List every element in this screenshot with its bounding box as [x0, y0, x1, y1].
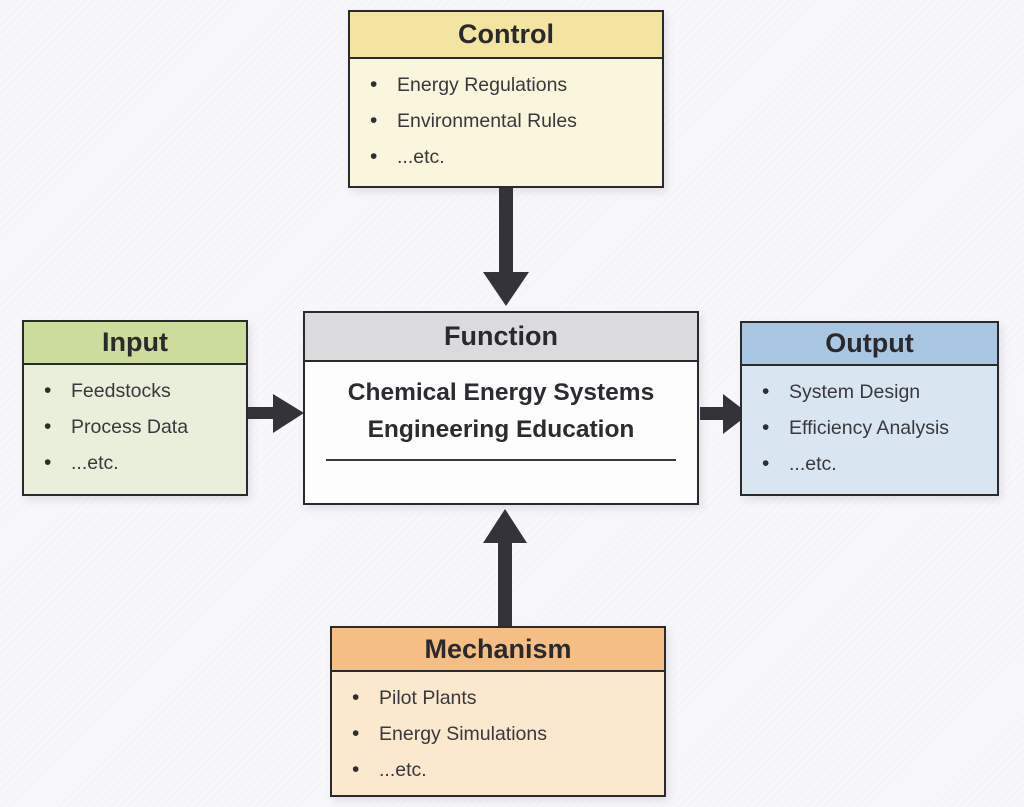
- control-box: Control • Energy Regulations • Environme…: [348, 10, 664, 188]
- list-item-label: Efficiency Analysis: [789, 417, 950, 439]
- bullet-icon: •: [352, 722, 360, 745]
- list-item-label: Energy Simulations: [379, 723, 547, 745]
- arrow-mechanism-to-function-icon: [483, 509, 527, 627]
- bullet-icon: •: [352, 686, 360, 709]
- list-item: • ...etc.: [44, 445, 240, 481]
- list-item-label: Feedstocks: [71, 380, 171, 402]
- function-subject-line1: Chemical Energy Systems: [347, 379, 655, 406]
- list-item: • Energy Simulations: [352, 716, 658, 752]
- output-box-body: • System Design • Efficiency Analysis • …: [742, 366, 997, 494]
- list-item-label: Environmental Rules: [397, 110, 577, 132]
- list-item-label: Process Data: [71, 416, 189, 438]
- control-box-body: • Energy Regulations • Environmental Rul…: [350, 59, 662, 186]
- list-item-label: ...etc.: [397, 146, 445, 168]
- list-item: • Efficiency Analysis: [762, 410, 991, 446]
- bullet-icon: •: [370, 109, 378, 132]
- list-item-label: ...etc.: [789, 453, 837, 475]
- list-item: • ...etc.: [762, 446, 991, 482]
- output-box-title: Output: [742, 323, 997, 366]
- input-box: Input • Feedstocks • Process Data • ...e…: [22, 320, 248, 496]
- list-item: • Process Data: [44, 409, 240, 445]
- function-box-title: Function: [305, 313, 697, 362]
- mechanism-box: Mechanism • Pilot Plants • Energy Simula…: [330, 626, 666, 797]
- input-box-body: • Feedstocks • Process Data • ...etc.: [24, 365, 246, 494]
- list-item: • Environmental Rules: [370, 103, 656, 139]
- bullet-icon: •: [44, 379, 52, 402]
- output-list: • System Design • Efficiency Analysis • …: [742, 366, 997, 482]
- list-item: • ...etc.: [352, 752, 658, 788]
- function-subject-line2: Engineering Education: [367, 416, 635, 443]
- list-item-label: Energy Regulations: [397, 74, 568, 96]
- list-item-label: ...etc.: [71, 452, 119, 474]
- list-item-label: System Design: [789, 381, 921, 403]
- bullet-icon: •: [762, 380, 770, 403]
- bullet-icon: •: [44, 415, 52, 438]
- function-underline: [326, 459, 676, 461]
- bullet-icon: •: [762, 416, 770, 439]
- bullet-icon: •: [370, 73, 378, 96]
- input-list: • Feedstocks • Process Data • ...etc.: [24, 365, 246, 481]
- bullet-icon: •: [762, 452, 770, 475]
- mechanism-box-title: Mechanism: [332, 628, 664, 672]
- bullet-icon: •: [352, 758, 360, 781]
- list-item-label: Pilot Plants: [379, 687, 477, 709]
- list-item: • ...etc.: [370, 139, 656, 175]
- arrow-control-to-function-icon: [483, 187, 529, 306]
- arrow-input-to-function-icon: [247, 394, 304, 433]
- list-item: • System Design: [762, 374, 991, 410]
- input-box-title: Input: [24, 322, 246, 365]
- bullet-icon: •: [370, 145, 378, 168]
- function-box-body: Chemical Energy Systems Engineering Educ…: [305, 362, 697, 503]
- function-subject: Chemical Energy Systems Engineering Educ…: [305, 374, 697, 448]
- list-item: • Pilot Plants: [352, 680, 658, 716]
- list-item: • Energy Regulations: [370, 67, 656, 103]
- mechanism-box-body: • Pilot Plants • Energy Simulations • ..…: [332, 672, 664, 795]
- control-list: • Energy Regulations • Environmental Rul…: [350, 59, 662, 175]
- mechanism-list: • Pilot Plants • Energy Simulations • ..…: [332, 672, 664, 788]
- list-item: • Feedstocks: [44, 373, 240, 409]
- bullet-icon: •: [44, 451, 52, 474]
- function-box: Function Chemical Energy Systems Enginee…: [303, 311, 699, 505]
- list-item-label: ...etc.: [379, 759, 427, 781]
- output-box: Output • System Design • Efficiency Anal…: [740, 321, 999, 496]
- control-box-title: Control: [350, 12, 662, 59]
